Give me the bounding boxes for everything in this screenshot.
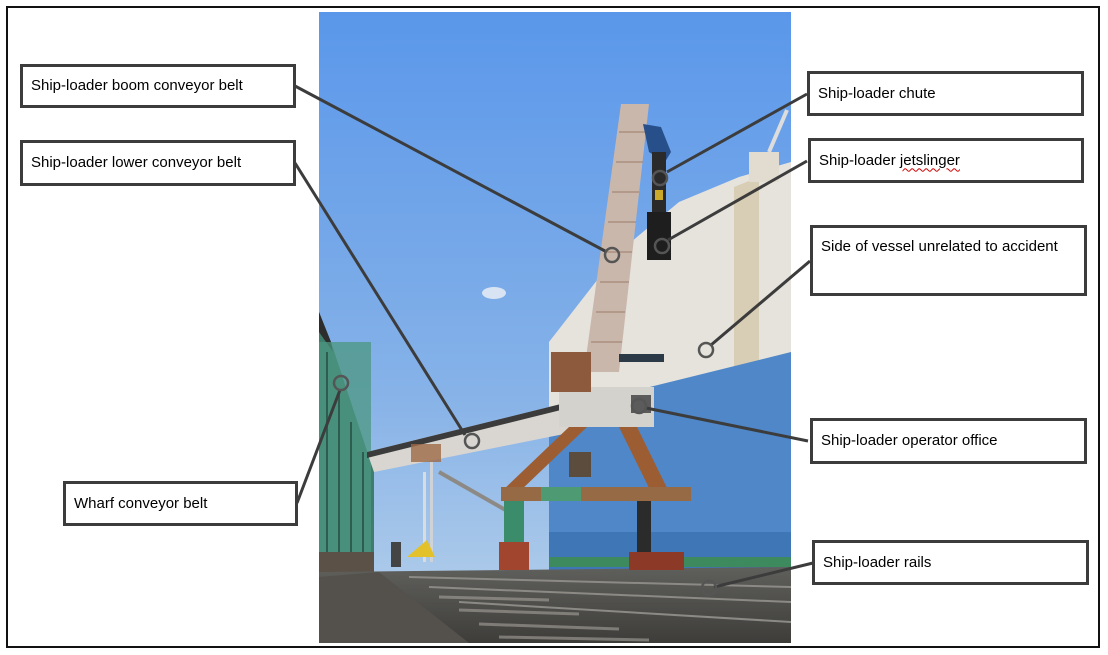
label-text: Ship-loader chute <box>818 84 936 102</box>
label-side-of-vessel: Side of vessel unrelated to accident <box>810 225 1087 296</box>
label-chute: Ship-loader chute <box>807 71 1084 116</box>
label-operator-office: Ship-loader operator office <box>810 418 1087 464</box>
label-jetslinger: Ship-loader jetslinger <box>808 138 1084 183</box>
label-text: Ship-loader lower conveyor belt <box>31 154 242 171</box>
label-lower-conveyor-belt: Ship-loader lower conveyor belt <box>20 140 296 186</box>
label-text: Ship-loader <box>819 151 900 169</box>
label-text: Wharf conveyor belt <box>74 494 208 512</box>
label-text: Ship-loader boom conveyor belt <box>31 77 243 94</box>
ship-loader-photo <box>319 12 791 643</box>
label-text: Ship-loader rails <box>823 553 932 571</box>
spellcheck-underlined-word: jetslinger <box>899 151 960 169</box>
label-boom-conveyor-belt: Ship-loader boom conveyor belt <box>20 64 296 108</box>
label-rails: Ship-loader rails <box>812 540 1089 585</box>
label-text: Side of vessel unrelated to accident <box>821 238 1058 255</box>
label-text: Ship-loader operator office <box>821 432 998 449</box>
label-wharf-conveyor-belt: Wharf conveyor belt <box>63 481 298 526</box>
